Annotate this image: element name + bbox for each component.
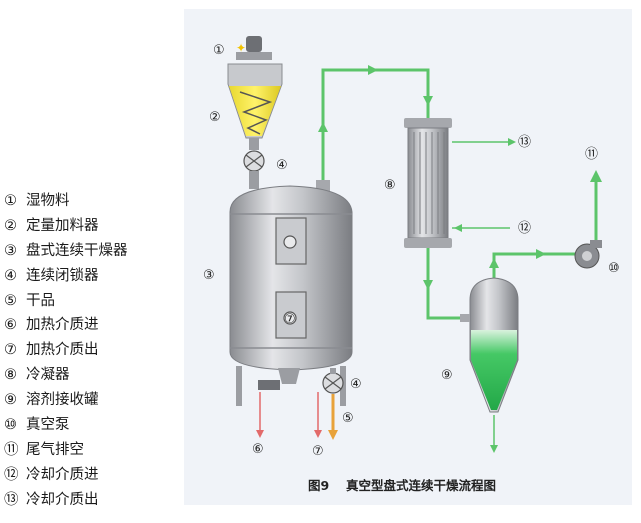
arrow-up-icon bbox=[590, 170, 602, 182]
feeder-motor bbox=[246, 36, 262, 52]
legend-item-heating-out: ⑦ 加热介质出 bbox=[4, 338, 180, 363]
wet-material-fill bbox=[229, 86, 281, 136]
callout-3: ③ bbox=[203, 268, 215, 283]
callout-10: ⑩ bbox=[608, 261, 620, 276]
arrow-down-icon bbox=[256, 430, 264, 438]
callout-7-vessel: ⑦ bbox=[284, 312, 296, 327]
callout-8: ⑧ bbox=[384, 178, 396, 193]
legend-number: ④ bbox=[4, 267, 17, 284]
legend-item-dryer: ③ 盘式连续干燥器 bbox=[4, 239, 180, 264]
arrow-down-icon bbox=[423, 280, 433, 290]
legend-item-heating-in: ⑥ 加热介质进 bbox=[4, 313, 180, 338]
feeder-cap bbox=[236, 52, 272, 60]
feed-inlet-pipe bbox=[249, 171, 259, 189]
product-outlet bbox=[278, 368, 300, 384]
feed-hopper: ✦ bbox=[227, 36, 283, 189]
legend-item-exhaust: ⑪ 尾气排空 bbox=[4, 438, 180, 463]
arrow-down-icon bbox=[328, 430, 338, 440]
legend-item-receiver: ⑨ 溶剂接收罐 bbox=[4, 388, 180, 413]
callout-7-line: ⑦ bbox=[312, 444, 324, 459]
legend-item-cooling-in: ⑫ 冷却介质进 bbox=[4, 463, 180, 488]
legend-item-feeder: ② 定量加料器 bbox=[4, 214, 180, 239]
callout-1: ① bbox=[213, 43, 225, 58]
process-flow-diagram: ✦ bbox=[203, 36, 620, 493]
support-leg bbox=[236, 366, 242, 406]
legend-item-vacuum-pump: ⑩ 真空泵 bbox=[4, 413, 180, 438]
legend-label: 真空泵 bbox=[26, 417, 70, 434]
callout-2: ② bbox=[209, 110, 221, 125]
callout-11: ⑪ bbox=[585, 147, 598, 162]
sparkle-icon: ✦ bbox=[236, 41, 246, 55]
arrow-right-icon bbox=[536, 249, 546, 259]
legend-label: 定量加料器 bbox=[26, 217, 99, 234]
legend-number: ⑦ bbox=[4, 342, 17, 359]
legend-item-airlock: ④ 连续闭锁器 bbox=[4, 264, 180, 289]
legend-item-cooling-out: ⑬ 冷却介质出 bbox=[4, 488, 180, 513]
legend-list: ① 湿物料 ② 定量加料器 ③ 盘式连续干燥器 ④ 连续闭锁器 ⑤ 干品 ⑥ 加热介质进 ⑦… bbox=[4, 189, 180, 513]
arrow-right-icon bbox=[508, 138, 516, 146]
callout-13: ⑬ bbox=[518, 135, 531, 150]
figure-number: 图9 bbox=[308, 478, 329, 493]
arrow-up-icon bbox=[318, 122, 328, 132]
arrow-up-icon bbox=[489, 258, 499, 268]
screw-feeder bbox=[239, 91, 273, 135]
legend-number: ⑪ bbox=[4, 441, 19, 458]
legend-label: 盘式连续干燥器 bbox=[26, 242, 128, 259]
condenser bbox=[404, 118, 452, 248]
legend-number: ⑥ bbox=[4, 317, 17, 334]
legend-number: ⑫ bbox=[4, 466, 19, 483]
callout-4-bottom: ④ bbox=[350, 377, 362, 392]
diagram-panel: ✦ bbox=[184, 9, 632, 505]
callout-6: ⑥ bbox=[252, 442, 264, 457]
legend-label: 溶剂接收罐 bbox=[26, 392, 99, 409]
arrow-left-icon bbox=[454, 224, 462, 232]
legend-number: ② bbox=[4, 217, 17, 234]
condenser-top-flange bbox=[404, 118, 452, 128]
vacuum-pump bbox=[574, 240, 602, 269]
figure-title: 真空型盘式连续干燥流程图 bbox=[346, 478, 496, 493]
legend-label: 干品 bbox=[26, 292, 55, 309]
legend-number: ⑬ bbox=[4, 491, 19, 508]
callout-4-top: ④ bbox=[276, 158, 288, 173]
legend-item-condenser: ⑧ 冷凝器 bbox=[4, 363, 180, 388]
callouts: ① ② ③ ④ ④ ⑤ ⑥ ⑦ ⑦ ⑧ ⑨ ⑩ ⑪ ⑫ ⑬ bbox=[203, 43, 620, 459]
callout-12: ⑫ bbox=[518, 221, 531, 236]
legend-number: ③ bbox=[4, 242, 17, 259]
feed-neck bbox=[249, 138, 259, 150]
legend-number: ⑤ bbox=[4, 292, 17, 309]
legend-label: 加热介质进 bbox=[26, 317, 99, 334]
vapor-pipes bbox=[321, 68, 598, 448]
legend-item-dry-product: ⑤ 干品 bbox=[4, 289, 180, 314]
heating-lines bbox=[256, 392, 338, 440]
legend-label: 冷凝器 bbox=[26, 367, 70, 384]
legend-number: ⑨ bbox=[4, 392, 17, 409]
callout-5: ⑤ bbox=[342, 411, 354, 426]
legend-number: ① bbox=[4, 193, 17, 209]
arrow-down-icon bbox=[423, 96, 433, 106]
arrow-down-icon bbox=[314, 430, 322, 438]
flow-arrows bbox=[318, 65, 602, 453]
receiver-to-pump-pipe bbox=[492, 252, 578, 278]
disc-dryer bbox=[229, 180, 353, 406]
liquid-level-fill bbox=[471, 330, 517, 410]
legend-label: 冷却介质出 bbox=[26, 491, 99, 508]
legend-label: 加热介质出 bbox=[26, 342, 99, 359]
legend-label: 湿物料 bbox=[26, 193, 70, 209]
solvent-receiver bbox=[460, 277, 519, 413]
arrow-right-icon bbox=[368, 65, 378, 75]
legend-item-wet-material: ① 湿物料 bbox=[4, 189, 180, 214]
legend-label: 冷却介质进 bbox=[26, 466, 99, 483]
callout-9: ⑨ bbox=[441, 368, 453, 383]
condenser-bottom-flange bbox=[404, 238, 452, 248]
dryer-shell bbox=[229, 185, 353, 371]
drive-unit bbox=[258, 380, 280, 390]
legend-label: 尾气排空 bbox=[26, 441, 84, 458]
legend-label: 连续闭锁器 bbox=[26, 267, 99, 284]
legend-number: ⑧ bbox=[4, 367, 17, 384]
condenser-to-receiver-pipe bbox=[426, 248, 466, 320]
legend-number: ⑩ bbox=[4, 417, 17, 434]
arrow-down-icon bbox=[490, 445, 498, 453]
